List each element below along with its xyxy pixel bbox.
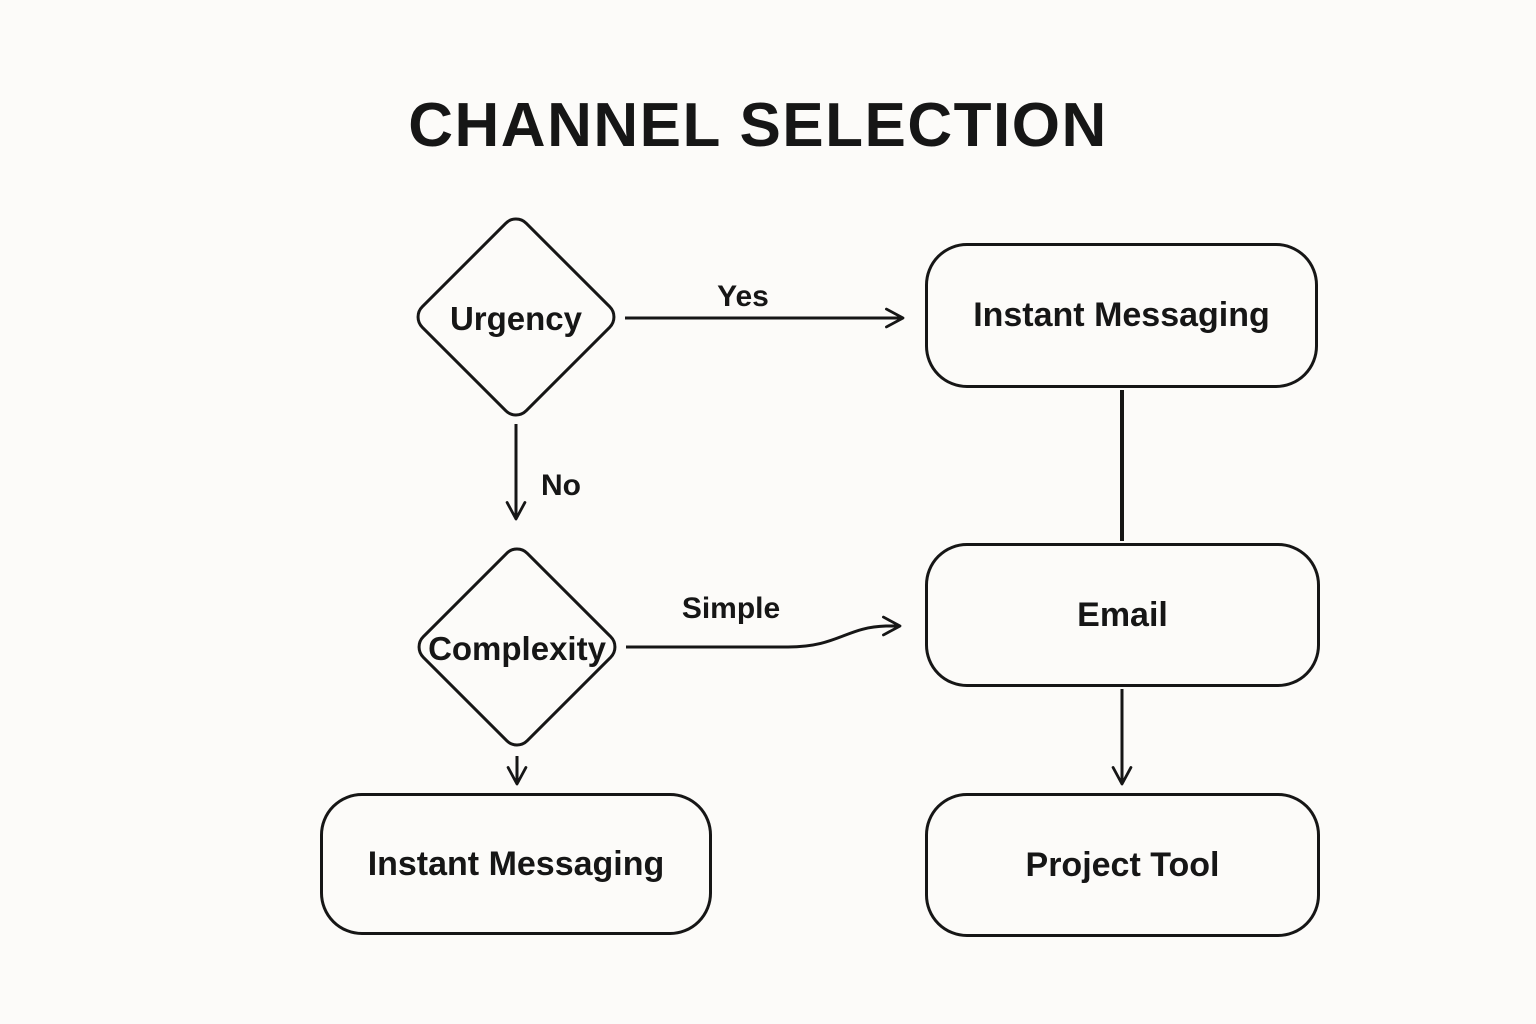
diagram-title: CHANNEL SELECTION xyxy=(408,91,1108,160)
edge-label-no: No xyxy=(535,469,587,503)
decision-urgency-label: Urgency xyxy=(449,300,583,337)
edge-label-simple: Simple xyxy=(675,592,787,626)
node-instant-messaging-top: Instant Messaging xyxy=(925,243,1318,388)
edge-label-yes: Yes xyxy=(711,280,775,314)
edge-complexity-simple xyxy=(626,615,902,649)
node-project-tool: Project Tool xyxy=(925,793,1320,937)
node-instant-messaging-bottom: Instant Messaging xyxy=(320,793,712,935)
decision-complexity-label: Complexity xyxy=(428,630,606,667)
node-email: Email xyxy=(925,543,1320,687)
